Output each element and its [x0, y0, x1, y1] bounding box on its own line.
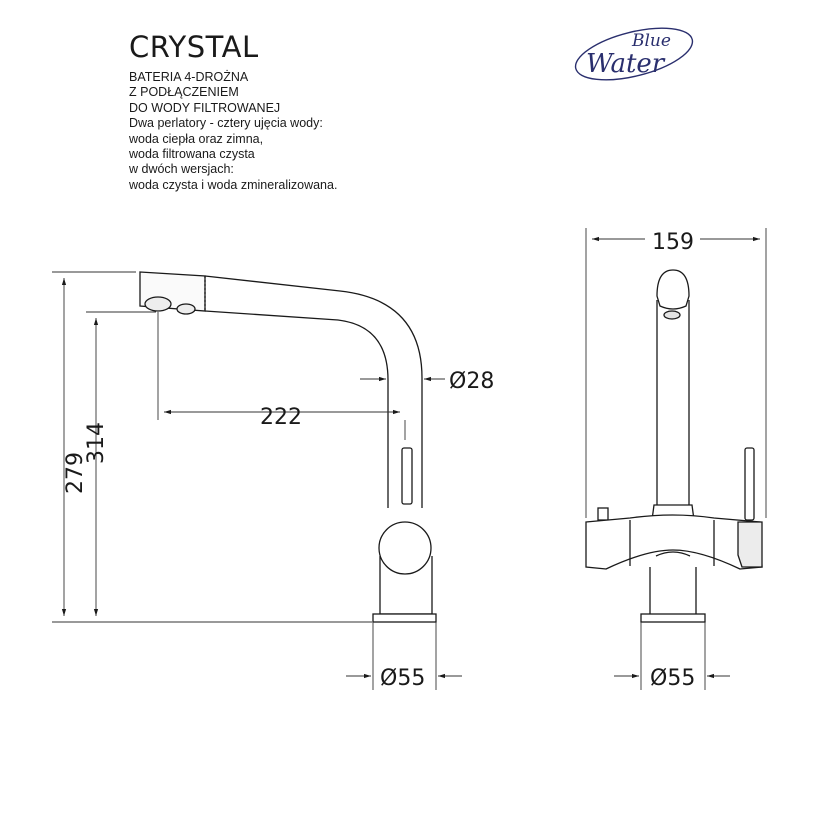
- valve-body-front: [585, 514, 763, 570]
- left-knob: [597, 507, 609, 521]
- dim-width: 159: [652, 230, 694, 255]
- base-plate: [372, 613, 437, 623]
- description-line: Z PODŁĄCZENIEM: [129, 85, 239, 100]
- description-line: Dwa perlatory - cztery ujęcia wody:: [129, 116, 323, 131]
- product-description: BATERIA 4-DROŻNA Z PODŁĄCZENIEM DO WODY …: [129, 70, 337, 193]
- lever-front: [744, 447, 755, 521]
- valve-body: [378, 521, 432, 575]
- description-line: w dwóch wersjach:: [129, 162, 234, 177]
- aerator-left: [144, 296, 172, 312]
- aerator-right: [176, 303, 196, 315]
- side-view-dimensions: [52, 271, 462, 690]
- spout-head-front: [656, 269, 690, 310]
- model-title: CRYSTAL: [129, 30, 259, 64]
- front-view-dimensions: [585, 228, 767, 690]
- description-line: woda ciepła oraz zimna,: [129, 131, 264, 146]
- front-view: [585, 269, 763, 623]
- dim-reach: 222: [260, 405, 302, 430]
- dim-side-base-diameter: Ø55: [380, 666, 425, 691]
- logo-word-blue: Blue: [631, 31, 671, 51]
- lever-handle: [401, 447, 413, 505]
- dim-total-height: 279: [63, 452, 88, 494]
- body-legs: [649, 551, 697, 614]
- description-line: woda filtrowana czysta: [129, 147, 255, 162]
- spout-column: [656, 300, 690, 505]
- description-line: woda czysta i woda zmineralizowana.: [129, 177, 338, 192]
- base-plate-front: [640, 613, 706, 623]
- logo-word-water: Water: [586, 49, 666, 79]
- aerator-front: [663, 310, 681, 320]
- dim-tube-diameter: Ø28: [449, 369, 494, 394]
- side-view: [139, 271, 437, 623]
- spout-arm: [204, 275, 423, 508]
- dim-front-base-diameter: Ø55: [650, 666, 695, 691]
- description-line: DO WODY FILTROWANEJ: [129, 100, 281, 115]
- blue-water-logo: Blue Water: [574, 27, 694, 81]
- description-line: BATERIA 4-DROŻNA: [129, 70, 249, 84]
- dim-spout-height: 314: [84, 422, 109, 464]
